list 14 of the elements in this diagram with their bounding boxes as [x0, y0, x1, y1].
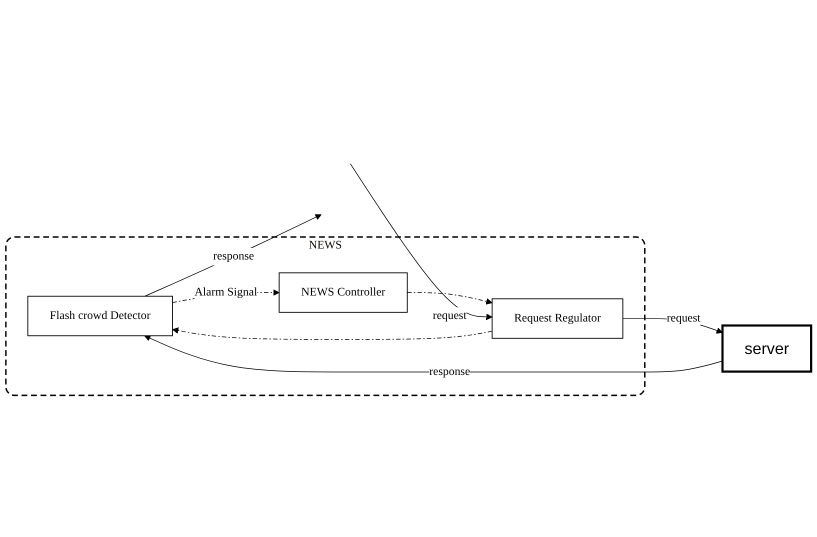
- arrow: [350, 163, 492, 320]
- arrow: [406, 292, 492, 304]
- node-box: server: [721, 324, 812, 373]
- node-box: Flash crowd Detector: [27, 296, 173, 336]
- arrow: [144, 214, 322, 296]
- edge-label: response: [429, 365, 470, 378]
- edge-label: request: [666, 312, 701, 324]
- edge-label: response: [213, 250, 254, 262]
- edge-label: request: [432, 309, 467, 322]
- node-box: NEWS Controller: [278, 272, 408, 313]
- arrow: [144, 335, 723, 372]
- arrow: [172, 327, 492, 340]
- node-box: Request Regulator: [492, 298, 624, 339]
- edge-label: Alarm Signal: [194, 286, 258, 298]
